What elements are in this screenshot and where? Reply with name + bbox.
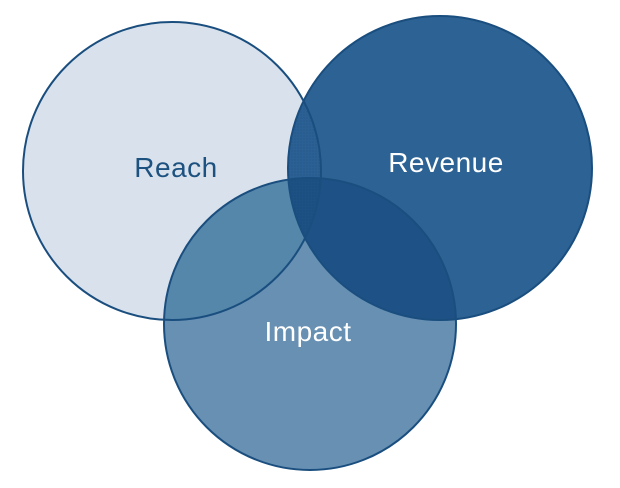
reach-label: Reach [134, 152, 217, 183]
revenue-impact-overlap [288, 178, 456, 320]
reach-impact-overlap [164, 178, 321, 320]
reach-circle-outline [22, 21, 322, 321]
impact-circle-outline [163, 177, 457, 471]
impact-label: Impact [264, 316, 351, 347]
revenue-circle-outline [287, 15, 593, 321]
revenue-label: Revenue [388, 147, 504, 178]
